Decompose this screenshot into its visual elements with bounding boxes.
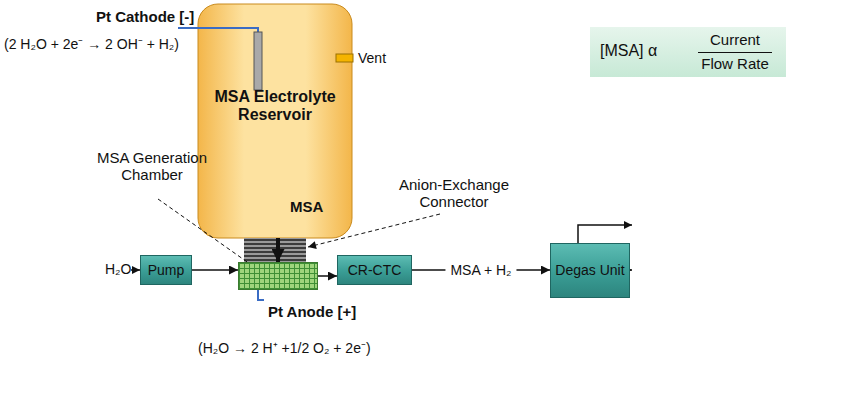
formula-term: [MSA] α [600,42,657,60]
flow-arrow [192,269,238,271]
water-inlet-arrow [131,269,140,271]
connector-stripe [244,259,306,261]
connector-body [244,238,306,262]
box-text: Pump [148,262,185,278]
connector-stripe [244,255,306,257]
fraction-numerator: Current [694,31,776,48]
box-text: CR-CTC [348,262,402,278]
fraction-bar [698,52,772,53]
connector-stripe [244,247,306,249]
gas-outlet-arrow [578,225,632,243]
inlet-label: H₂O [105,261,131,277]
flow-arrow-thick [276,238,280,262]
process-box: Pump [140,255,192,285]
callout-text: MSA Generation Chamber [93,149,211,184]
leader-line [308,214,440,247]
callout-text: Anion-Exchange Connector [384,176,524,211]
reservoir-body [198,4,352,238]
formula-box: [MSA] α CurrentFlow Rate [590,27,786,77]
reservoir-title: MSA Electrolyte Reservoir [210,88,340,125]
cathode-wire [178,28,258,32]
electrode-label: Pt Anode [+] [268,303,356,320]
connector-stripe [244,239,306,241]
anode-wire [258,290,264,300]
stream-label: MSA + H₂ [445,262,516,278]
process-box: Degas Unit [550,243,630,298]
flow-label: MSA [290,198,323,215]
process-box: CR-CTC [337,255,412,285]
vent-label: Vent [358,50,386,66]
electrode-label: Pt Cathode [-] [96,8,194,25]
reservoir: MSA Electrolyte ReservoirMSA [198,4,352,238]
anion-exchange-connector [244,238,306,262]
connector-stripe [244,251,306,253]
generation-chamber: MSA Generation Chamber [238,262,318,290]
reaction-equation: (2 H₂O + 2e⁻ → 2 OH⁻ + H₂) [4,36,179,52]
cathode-electrode [254,32,262,90]
flow-arrow [318,275,337,277]
reaction-equation: (H₂O → 2 H⁺ +1/2 O₂ + 2e⁻) [198,340,371,356]
fraction-denominator: Flow Rate [694,55,776,72]
connector-stripe [244,243,306,245]
box-text: Degas Unit [555,262,624,278]
vent-port [336,54,353,62]
